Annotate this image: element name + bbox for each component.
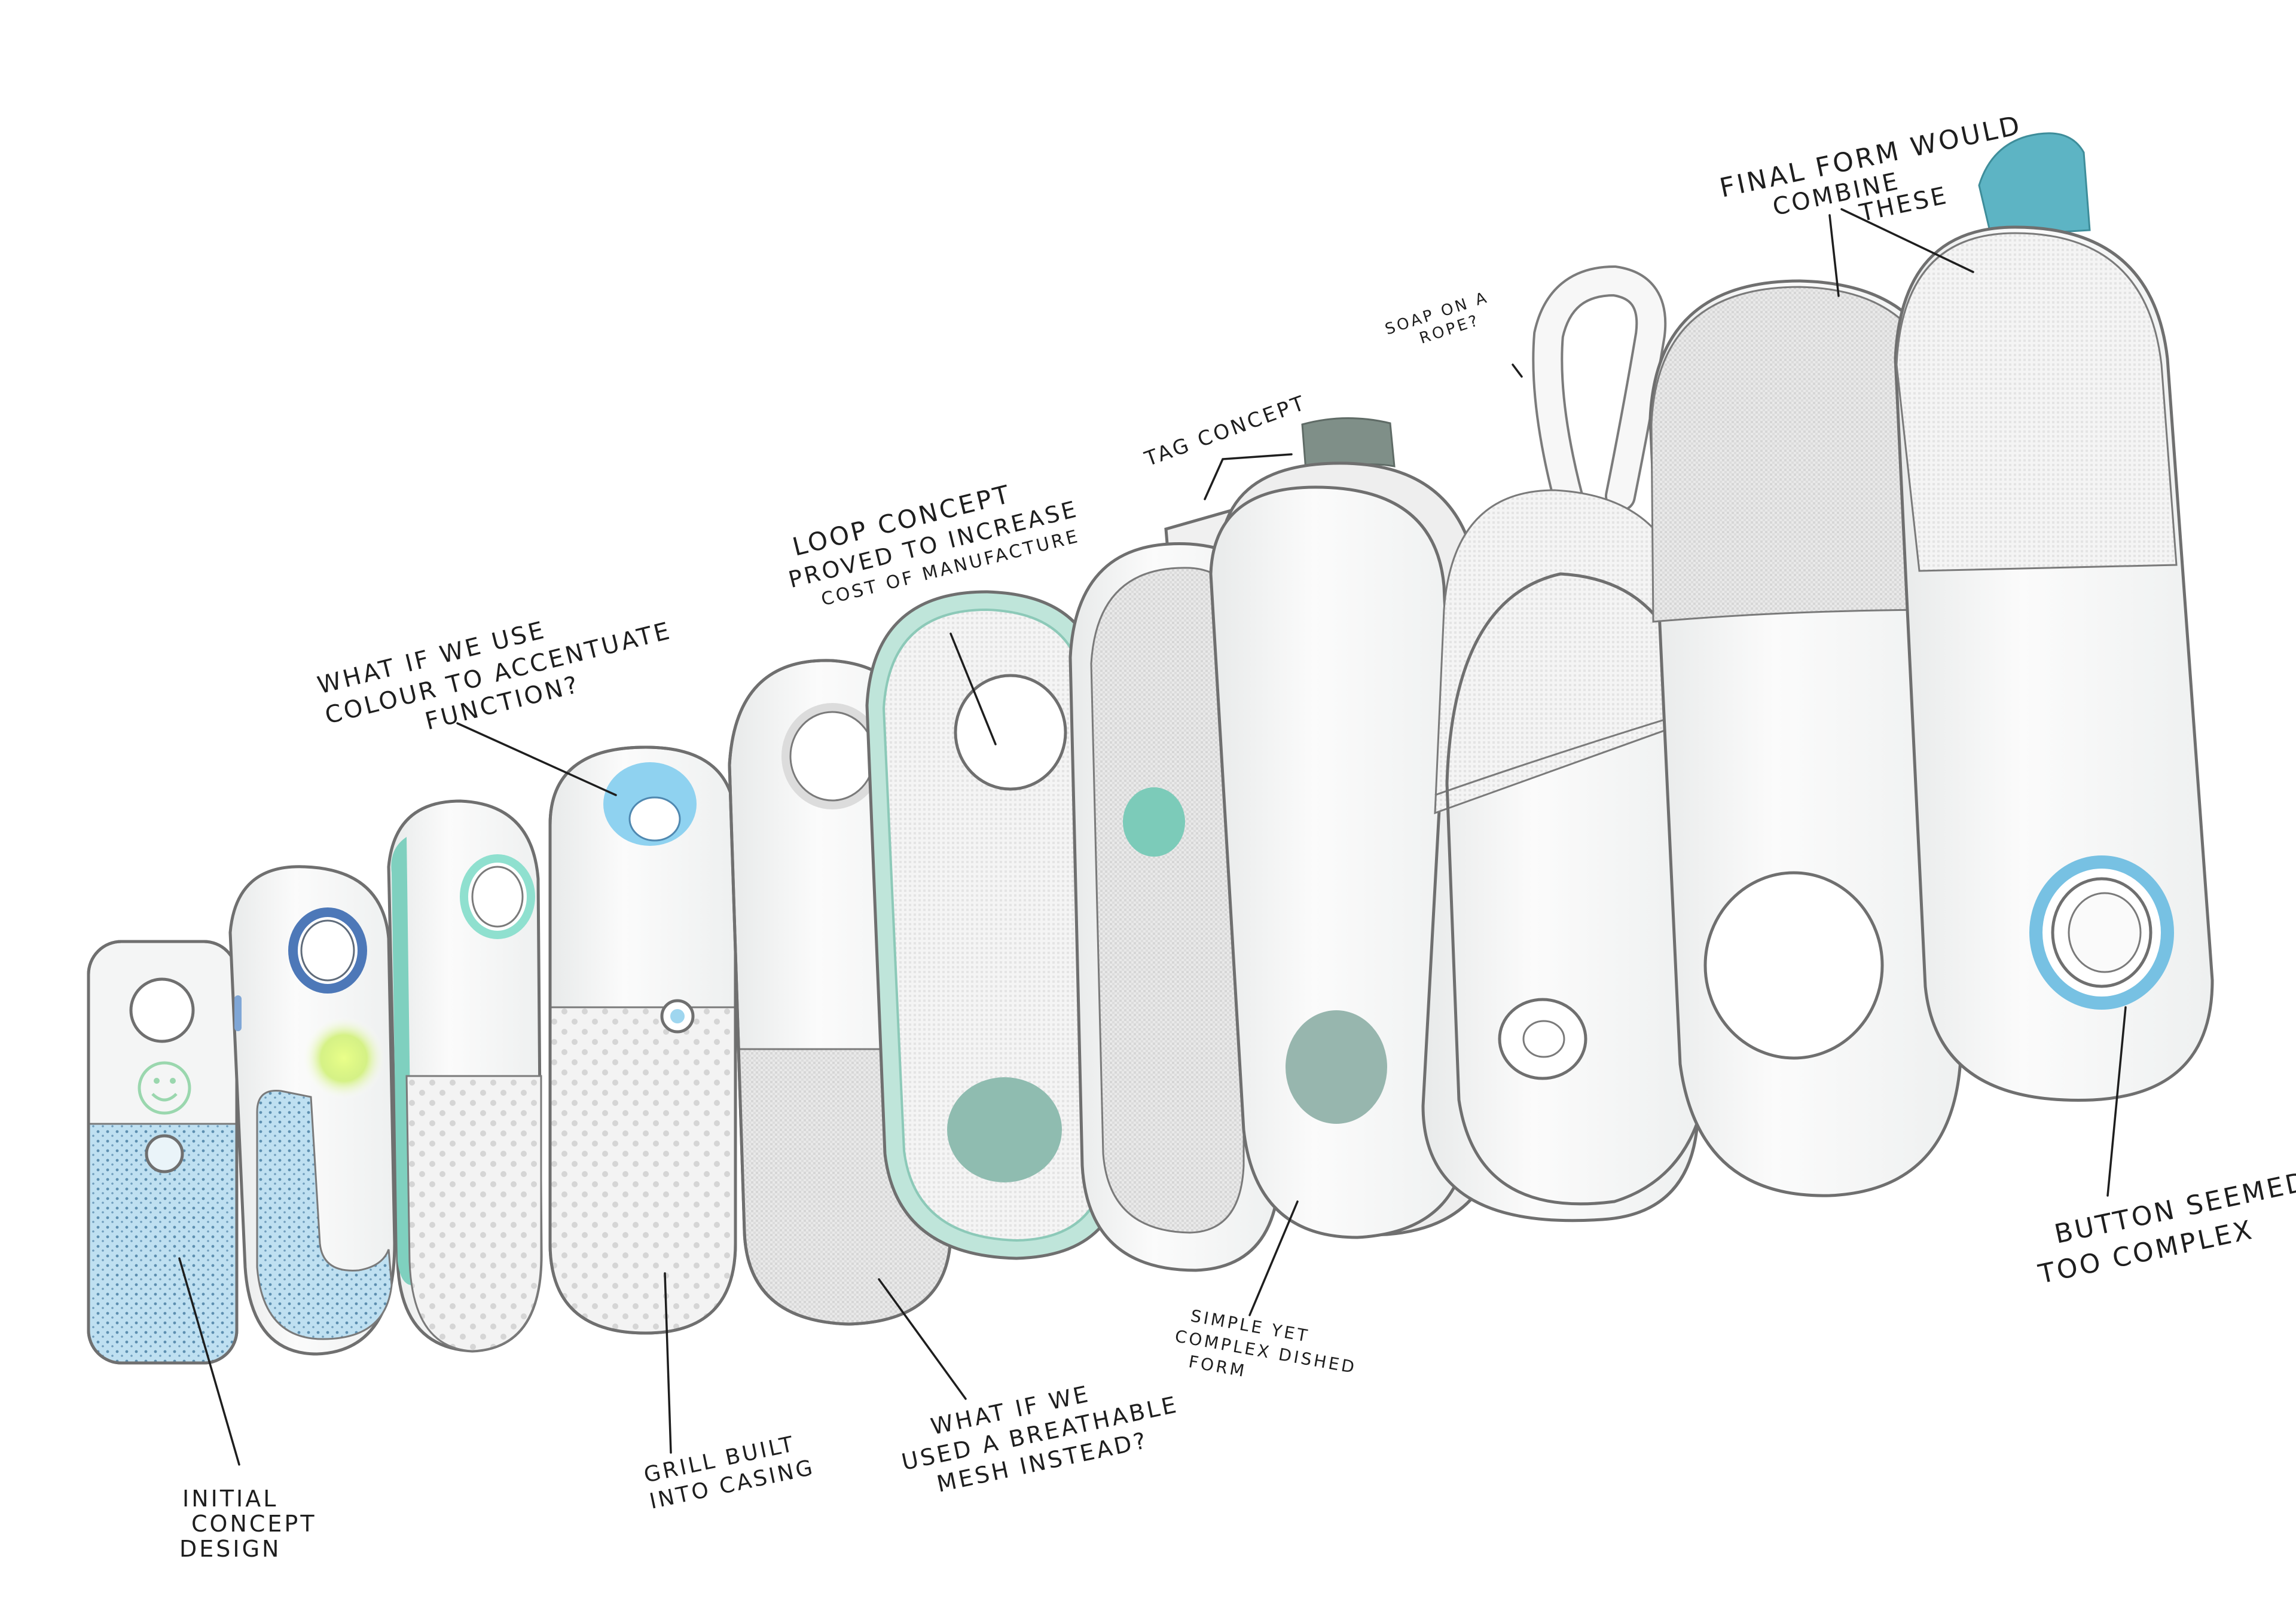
note-line: design [179,1536,281,1562]
concept-10-final-a [1648,279,1963,1197]
smiley-face-icon [138,1061,191,1115]
note-line: Initial [182,1486,278,1512]
concept-9-rope [1421,265,1712,1222]
annotation-dished-form: Simple yet complex dished form [1173,1306,1358,1381]
note-line: concept [191,1511,317,1537]
annotation-button-complex: Button seemed too complex [2035,1166,2296,1290]
annotation-soap-rope: Soap on a rope? [1383,288,1491,347]
concept-3-teal-ring [387,799,543,1353]
annotation-loop-concept: Loop concept proved to increase cost of … [786,479,1082,610]
annotation-grill: Grill built into casing [642,1432,817,1514]
concept-2-accent-ring [228,865,396,1356]
leader-lines [178,208,2127,1466]
annotation-breathable-mesh: What if we used a breathable mesh instea… [899,1380,1181,1497]
concept-6-loop [865,590,1126,1260]
concept-11-final-b [1894,132,2214,1102]
annotation-initial-concept: Initial concept design [179,1486,317,1562]
concept-4-grill [548,745,737,1335]
concept-1-initial [87,940,239,1365]
annotation-colour-function: What if we use colour to accentuate func… [315,616,674,736]
